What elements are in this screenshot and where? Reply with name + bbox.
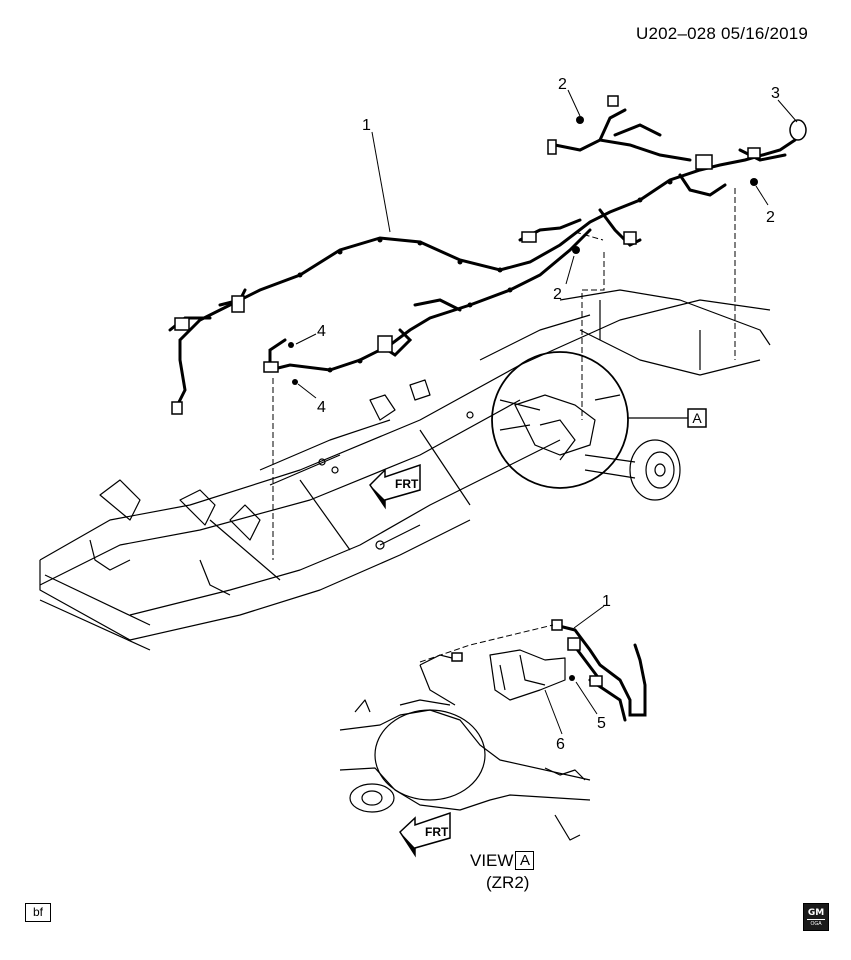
front-arrow-main: FRT [369, 463, 421, 510]
gm-logo: GM OGA [803, 903, 829, 931]
callout-4-top: 4 [317, 323, 326, 340]
callout-leaders [295, 89, 798, 735]
callout-1-view: 1 [602, 593, 611, 610]
callout-4-bottom: 4 [317, 399, 326, 416]
rear-brake-rotor [584, 439, 681, 501]
callout-3: 3 [771, 85, 780, 102]
callout-2-top: 2 [558, 76, 567, 93]
front-arrow-view: FRT [399, 811, 451, 858]
view-a-diagram [339, 649, 591, 841]
harness-connectors [171, 95, 807, 415]
view-a-marker-letter: A [692, 410, 702, 426]
bolt-2-right [750, 178, 758, 186]
diagram-code: U202–028 05/16/2019 [636, 24, 809, 43]
view-a-connectors [451, 619, 603, 687]
vehicle-frame [39, 289, 771, 651]
frt-label-view: FRT [425, 825, 449, 839]
footer-code-box: bf [25, 903, 51, 922]
alignment-lines [272, 188, 736, 560]
clip-4-bottom [292, 379, 298, 385]
callout-1-harness: 1 [362, 117, 371, 134]
bolt-2-mid [572, 246, 580, 254]
view-a-marker-box [687, 408, 707, 428]
frt-label-main: FRT [395, 477, 419, 491]
clip-4-top [288, 342, 294, 348]
view-variant: (ZR2) [486, 873, 530, 892]
view-a-alignment-lines [419, 624, 554, 663]
gm-logo-sub: OGA [810, 921, 822, 927]
bolt-5 [569, 675, 575, 681]
bolt-2-top [576, 116, 584, 124]
view-label-text: VIEW [470, 851, 514, 870]
view-a-thin-wire [419, 654, 461, 706]
callout-2-mid: 2 [553, 286, 562, 303]
callout-5: 5 [597, 715, 606, 732]
fasteners [288, 116, 758, 385]
callout-2-right: 2 [766, 209, 775, 226]
harness-clips [297, 179, 673, 373]
view-a-detail-circle [491, 351, 688, 489]
callout-6: 6 [556, 736, 565, 753]
view-ref-box: A [515, 851, 535, 870]
gm-logo-text: GM [807, 908, 825, 920]
